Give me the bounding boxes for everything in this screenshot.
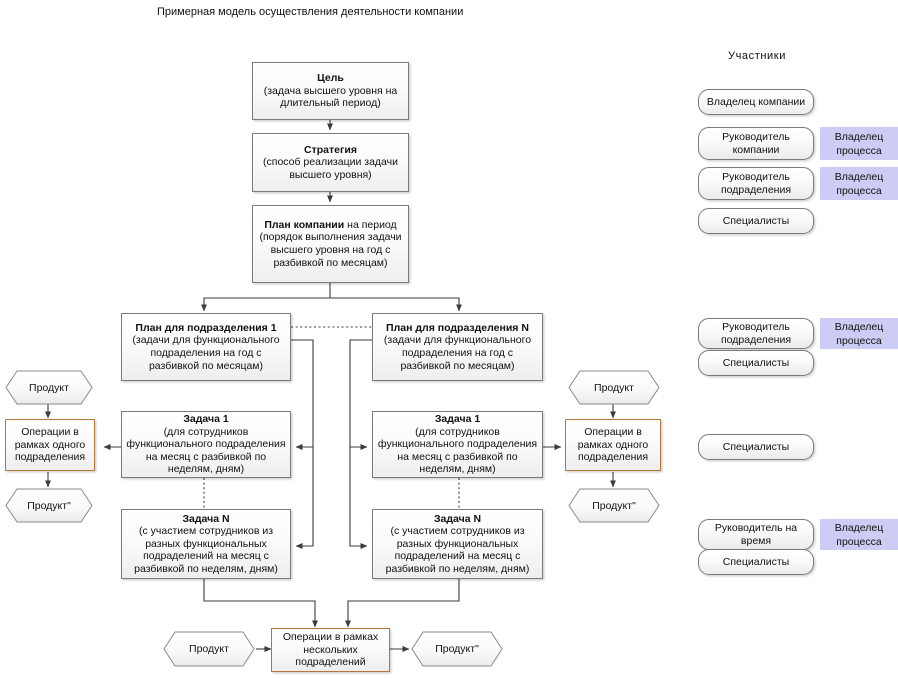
node-company-plan-heading: План компании на период xyxy=(264,219,396,232)
node-company-plan-title: План компании xyxy=(264,218,345,231)
product-hex-bottom-out[interactable]: Продукт" xyxy=(411,631,503,667)
owner-badge-label: Владелец процесса xyxy=(834,521,884,548)
node-company-plan-subtitle: (порядок выполнения задачи высшего уровн… xyxy=(259,231,402,269)
product-hex-bottom-in-label: Продукт xyxy=(189,643,229,655)
node-company-plan[interactable]: План компании на период (порядок выполне… xyxy=(252,205,409,283)
node-task-1-right-subtitle: (для сотрудников функционального подраде… xyxy=(377,425,538,476)
owner-badge-division-head: Владелец процесса xyxy=(820,318,898,349)
node-operations-multi-label: Операции в рамках нескольких подраделени… xyxy=(282,631,379,669)
node-task-1-right-title: Задача 1 xyxy=(434,413,481,426)
owner-badge-temp-head: Владелец процесса xyxy=(820,519,898,550)
node-company-plan-title-tail: на период xyxy=(344,218,397,231)
connector-div1-taskN xyxy=(295,447,314,549)
participant-pill-specialists-top[interactable]: Специалисты xyxy=(698,208,814,234)
node-division-plan-1-subtitle: (задачи для функционального подраделения… xyxy=(132,334,280,372)
participant-pill-specialists-task[interactable]: Специалисты xyxy=(698,434,814,460)
node-operations-multi[interactable]: Операции в рамках нескольких подраделени… xyxy=(271,628,390,672)
node-goal[interactable]: Цель (задача высшего уровня на длительны… xyxy=(252,62,409,120)
product-hex-bottom-out-label: Продукт" xyxy=(435,643,479,655)
participant-pill-specialists-cross[interactable]: Специалисты xyxy=(698,549,814,575)
participant-label: Специалисты xyxy=(722,440,790,453)
node-operations-single-left[interactable]: Операции в рамках одного подраделения xyxy=(5,419,95,471)
node-task-n-left-title: Задача N xyxy=(182,512,230,525)
connector-taskN-left-opmulti xyxy=(203,578,318,628)
participant-label: Специалисты xyxy=(722,555,790,568)
node-task-1-left[interactable]: Задача 1 (для сотрудников функциональног… xyxy=(121,411,291,478)
participants-heading: Участники xyxy=(728,50,786,62)
node-task-1-right[interactable]: Задача 1 (для сотрудников функциональног… xyxy=(372,411,543,478)
participant-label: Владелец компании xyxy=(706,95,806,108)
owner-badge-label: Владелец процесса xyxy=(834,130,884,157)
node-task-1-left-subtitle: (для сотрудников функционального подраде… xyxy=(126,425,286,476)
owner-badge-label: Владелец процесса xyxy=(834,170,884,197)
product-hex-right-in[interactable]: Продукт xyxy=(568,370,660,405)
node-operations-single-right-label: Операции в рамках одного подраделения xyxy=(577,426,649,464)
node-task-n-left[interactable]: Задача N (с участием сотрудников из разн… xyxy=(121,509,291,579)
participant-pill-company-head[interactable]: Руководитель компании xyxy=(698,127,814,160)
connector-divN-task1 xyxy=(349,339,372,450)
connector-plan-divN xyxy=(330,297,462,312)
node-task-n-right-title: Задача N xyxy=(433,512,482,525)
product-hex-left-in-label: Продукт xyxy=(29,381,69,394)
node-operations-single-right[interactable]: Операции в рамках одного подраделения xyxy=(565,419,661,471)
node-strategy-subtitle: (способ реализации задачи высшего уровня… xyxy=(263,156,398,181)
node-task-1-left-title: Задача 1 xyxy=(183,413,229,426)
node-task-n-right[interactable]: Задача N (с участием сотрудников из разн… xyxy=(372,509,543,579)
node-goal-title: Цель xyxy=(317,72,344,85)
participant-pill-company-owner[interactable]: Владелец компании xyxy=(698,89,814,115)
connector-taskN-right-opmulti xyxy=(345,578,460,628)
connector-div1-task1 xyxy=(291,339,314,450)
node-goal-subtitle: (задача высшего уровня на длительный пер… xyxy=(263,84,398,110)
node-strategy-title: Стратегия xyxy=(304,143,357,156)
owner-badge-label: Владелец процесса xyxy=(834,320,884,347)
node-task-n-left-subtitle: (с участием сотрудников из разных функци… xyxy=(134,525,278,575)
node-division-plan-1-title: План для подразделения 1 xyxy=(135,321,277,334)
participant-label: Специалисты xyxy=(722,356,790,369)
product-hex-right-in-label: Продукт xyxy=(594,381,634,394)
participant-label: Специалисты xyxy=(722,214,790,227)
product-hex-left-in[interactable]: Продукт xyxy=(5,370,93,405)
node-division-plan-1[interactable]: План для подразделения 1 (задачи для фун… xyxy=(121,313,291,381)
diagram-title: Примерная модель осуществления деятельно… xyxy=(157,6,464,18)
node-operations-single-left-label: Операции в рамках одного подраделения xyxy=(14,426,86,464)
participant-label: Руководитель на время xyxy=(714,522,798,547)
node-strategy[interactable]: Стратегия (способ реализации задачи высш… xyxy=(252,133,409,192)
participant-label: Руководитель компании xyxy=(722,131,790,156)
node-division-plan-n-title: План для подразделения N xyxy=(386,321,529,334)
product-hex-left-out-label: Продукт" xyxy=(27,499,71,512)
connector-divN-taskN xyxy=(349,447,368,549)
product-hex-right-out[interactable]: Продукт" xyxy=(568,488,660,523)
participant-label: Руководитель подраделения xyxy=(720,171,792,196)
product-hex-left-out[interactable]: Продукт" xyxy=(5,488,93,523)
node-task-n-right-subtitle: (с участием сотрудников из разных функци… xyxy=(385,525,530,575)
node-division-plan-n-subtitle: (задачи для функционального подраделения… xyxy=(383,334,532,372)
participant-label: Руководитель подраделения xyxy=(720,321,792,346)
participant-pill-division-head-top[interactable]: Руководитель подраделения xyxy=(698,167,814,200)
product-hex-right-out-label: Продукт" xyxy=(592,499,636,512)
owner-badge-company-head: Владелец процесса xyxy=(820,127,898,160)
connector-plan-div1 xyxy=(201,283,331,312)
participant-pill-specialists-division[interactable]: Специалисты xyxy=(698,350,814,376)
participant-pill-division-head[interactable]: Руководитель подраделения xyxy=(698,318,814,349)
participant-pill-temp-head[interactable]: Руководитель на время xyxy=(698,519,814,550)
owner-badge-division-head-top: Владелец процесса xyxy=(820,167,898,200)
node-division-plan-n[interactable]: План для подразделения N (задачи для фун… xyxy=(372,313,543,381)
product-hex-bottom-in[interactable]: Продукт xyxy=(163,631,255,667)
